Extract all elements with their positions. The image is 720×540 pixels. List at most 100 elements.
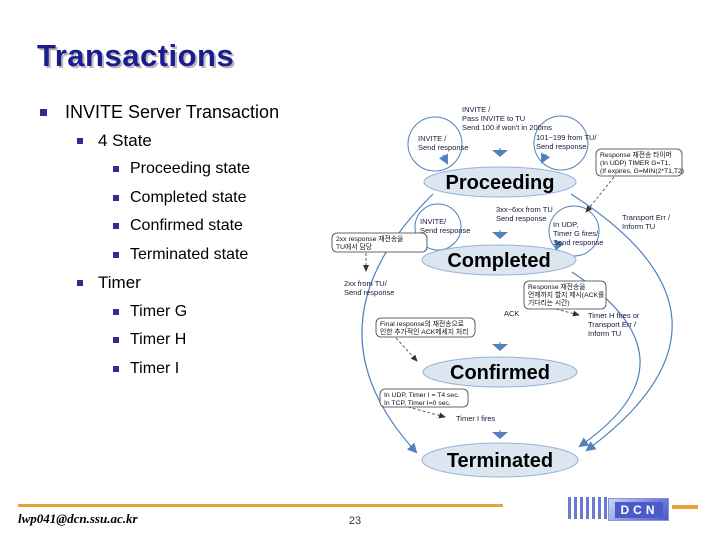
svg-text:언제까지 할지 제시(ACK를: 언제까지 할지 제시(ACK를 <box>528 290 604 299</box>
bullet-marker <box>40 108 47 116</box>
label-2xx-from-tu: 2xx from TU/ Send response <box>344 279 394 297</box>
list-item: Timer G <box>0 298 345 327</box>
note-connector <box>395 337 418 362</box>
list-item-label: Timer <box>98 273 141 293</box>
svg-text:기다리는 시간): 기다리는 시간) <box>528 298 570 307</box>
svg-text:INVITE /: INVITE / <box>462 105 491 114</box>
dcn-logo-stripes <box>568 497 608 519</box>
list-item: Timer H <box>0 326 345 355</box>
self-loop-completed-invite <box>414 203 462 251</box>
outline-list: INVITE Server Transaction 4 State Procee… <box>0 98 345 383</box>
state-terminated <box>421 442 579 478</box>
svg-text:Timer G fires/: Timer G fires/ <box>553 229 599 238</box>
svg-text:INVITE /: INVITE / <box>418 134 447 143</box>
label-invite-pass-to-tu: INVITE / Pass INVITE to TU Send 100 if w… <box>462 105 552 132</box>
svg-text:Send response: Send response <box>536 142 586 151</box>
svg-text:Timer H fires or: Timer H fires or <box>588 311 640 320</box>
note-2xx-handled-by-tu: 2xx response 재전송을 TU에서 담당 <box>331 232 428 272</box>
arrowhead <box>555 239 565 251</box>
svg-text:In UDP,: In UDP, <box>553 220 578 229</box>
state-completed <box>421 244 577 276</box>
list-item-label: Terminated state <box>130 245 249 263</box>
svg-text:INVITE/: INVITE/ <box>420 217 447 226</box>
arrowhead <box>541 152 551 164</box>
list-item: Terminated state <box>0 241 345 270</box>
bullet-marker <box>113 251 119 258</box>
svg-text:Response 재전송 타이머: Response 재전송 타이머 <box>600 150 672 159</box>
list-item-label: Proceeding state <box>130 160 251 178</box>
label-provisional-response: 101~199 from TU/ Send response <box>536 133 597 151</box>
list-item: 4 State <box>0 127 345 156</box>
list-item: Timer I <box>0 355 345 384</box>
note-timer-i-values: In UDP, Timer I = T4 sec. In TCP, Timer … <box>379 388 469 419</box>
transition-proceeding-terminated-transport-err <box>570 193 673 452</box>
svg-text:TU에서 담당: TU에서 담당 <box>336 242 372 251</box>
note-retransmit-until-ack: Response 재전송을 언제까지 할지 제시(ACK를 기다리는 시간) <box>523 280 607 317</box>
list-item-label: INVITE Server Transaction <box>65 101 280 122</box>
svg-text:In TCP, Timer I=0 sec.: In TCP, Timer I=0 sec. <box>384 400 451 407</box>
note-connector <box>407 406 446 419</box>
svg-text:Transport Err /: Transport Err / <box>622 213 671 222</box>
dcn-logo: DCN <box>608 498 669 521</box>
label-invite-send-response-completed: INVITE/ Send response <box>420 217 470 235</box>
svg-text:Send response: Send response <box>553 238 603 247</box>
label-ack: ACK <box>504 309 519 318</box>
svg-text:Final response의 재전송으로: Final response의 재전송으로 <box>380 319 464 328</box>
arrowhead <box>438 153 448 165</box>
label-final-response-3xx-6xx: 3xx~6xx from TU Send response <box>496 205 553 223</box>
list-item-label: Timer I <box>130 359 180 377</box>
self-loop-proceeding-provisional <box>533 115 589 171</box>
list-item: Timer <box>0 269 345 298</box>
svg-text:3xx~6xx from TU: 3xx~6xx from TU <box>496 205 553 214</box>
footer-divider <box>18 504 503 507</box>
bullet-marker <box>113 337 119 344</box>
list-item-label: Completed state <box>130 188 247 206</box>
list-item-label: Timer G <box>130 302 188 320</box>
page-number: 23 <box>348 515 362 527</box>
list-item-label: Confirmed state <box>130 217 243 235</box>
bullet-marker <box>113 365 119 372</box>
bullet-marker <box>113 194 119 201</box>
label-transport-err: Transport Err / Inform TU <box>622 213 671 231</box>
page-title: Transactions <box>37 38 235 73</box>
footer-dash <box>672 505 698 509</box>
footer-email: lwp041@dcn.ssu.ac.kr <box>18 511 138 526</box>
note-retransmission-timer: Response 재전송 타이머 (In UDP) TIMER G=T1, (I… <box>585 148 684 213</box>
svg-text:Send 100 if won't in 200ms: Send 100 if won't in 200ms <box>462 123 552 132</box>
label-timer-h-fires: Timer H fires or Transport Err / Inform … <box>588 311 640 338</box>
svg-text:Inform TU: Inform TU <box>588 329 621 338</box>
list-item-label: 4 State <box>98 130 152 150</box>
svg-text:(If expires, G=MIN(2*T1,T2): (If expires, G=MIN(2*T1,T2) <box>600 168 684 175</box>
list-item-label: Timer H <box>130 331 187 349</box>
svg-text:Transport Err /: Transport Err / <box>588 320 637 329</box>
dcn-logo-text: DCN <box>614 501 663 518</box>
bullet-marker <box>77 280 83 287</box>
svg-text:2xx from TU/: 2xx from TU/ <box>344 279 388 288</box>
svg-text:Send response: Send response <box>496 214 546 223</box>
state-confirmed <box>422 356 578 388</box>
list-item: Proceeding state <box>0 155 345 184</box>
svg-text:Pass INVITE to TU: Pass INVITE to TU <box>462 114 525 123</box>
label-invite-send-response-proceeding: INVITE / Send response <box>418 134 468 152</box>
svg-text:Response 재전송을: Response 재전송을 <box>528 282 586 291</box>
list-item: INVITE Server Transaction <box>0 98 345 127</box>
state-label-confirmed: Confirmed <box>450 362 550 384</box>
svg-text:인한 추가적인 ACK메세지 처리: 인한 추가적인 ACK메세지 처리 <box>380 327 468 336</box>
svg-text:Send response: Send response <box>420 226 470 235</box>
svg-text:In UDP, Timer I = T4 sec.: In UDP, Timer I = T4 sec. <box>384 392 460 399</box>
state-label-completed: Completed <box>447 250 550 272</box>
bullet-marker <box>113 308 119 315</box>
self-loop-proceeding-invite <box>407 116 463 172</box>
note-extra-ack-handling: Final response의 재전송으로 인한 추가적인 ACK메세지 처리 <box>375 317 476 362</box>
label-timer-g-fires: In UDP, Timer G fires/ Send response <box>553 220 603 247</box>
bullet-marker <box>113 166 119 173</box>
note-connector <box>585 176 615 213</box>
list-item: Completed state <box>0 184 345 213</box>
label-timer-i-fires: Timer I fires <box>456 414 496 423</box>
svg-text:101~199 from TU/: 101~199 from TU/ <box>536 133 597 142</box>
svg-text:2xx response 재전송을: 2xx response 재전송을 <box>336 234 403 243</box>
bullet-marker <box>113 223 119 230</box>
state-label-proceeding: Proceeding <box>446 172 555 194</box>
svg-text:(In UDP) TIMER G=T1,: (In UDP) TIMER G=T1, <box>600 160 670 167</box>
